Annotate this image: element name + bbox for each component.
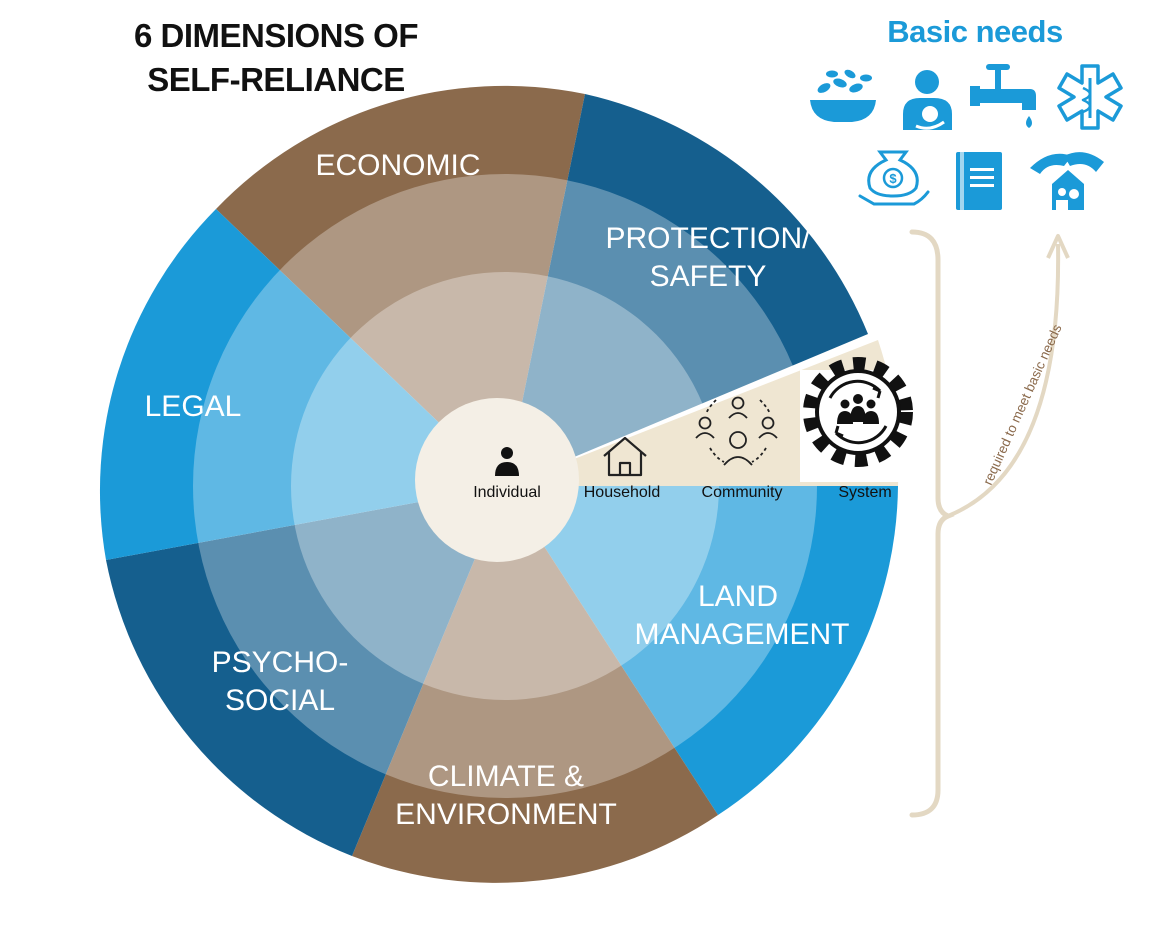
arrow-label: required to meet basic needs xyxy=(980,322,1065,487)
dimension-label-economic: ECONOMIC xyxy=(316,149,481,182)
dimension-label-protection-safety: PROTECTION/SAFETY xyxy=(605,222,811,293)
level-label-individual: Individual xyxy=(473,484,541,501)
title-line-2: SELF-RELIANCE xyxy=(147,61,405,98)
book-icon xyxy=(956,152,1002,210)
person-icon xyxy=(495,447,519,476)
arrow-to-basic-needs xyxy=(947,243,1061,518)
sector-land-management xyxy=(505,486,898,815)
sector-legal xyxy=(99,209,506,560)
system-gear-icon xyxy=(803,357,913,467)
bracket xyxy=(909,229,955,818)
title-line-1: 6 DIMENSIONS OF xyxy=(133,17,419,54)
diagram-title: 6 DIMENSIONS OF SELF-RELIANCE xyxy=(96,14,456,102)
shelter-hands-icon xyxy=(1030,152,1104,210)
community-icon xyxy=(695,396,778,466)
medical-star-icon xyxy=(1057,64,1123,130)
house-icon xyxy=(603,436,647,477)
dimension-label-climate-environment: CLIMATE &ENVIRONMENT xyxy=(395,760,617,831)
basic-needs-title: Basic needs xyxy=(887,14,1063,49)
dimension-label-legal: LEGAL xyxy=(145,390,242,423)
sector-psychosocial xyxy=(106,486,505,856)
arrowhead xyxy=(1046,234,1070,259)
food-bowl-icon xyxy=(810,69,876,122)
ring-individual xyxy=(415,398,579,562)
dimension-label-psychosocial: PSYCHO-SOCIAL xyxy=(212,646,349,717)
level-label-community: Community xyxy=(702,484,783,501)
level-label-system: System xyxy=(838,484,891,501)
mother-child-icon xyxy=(903,70,952,130)
sector-economic xyxy=(216,85,585,486)
sector-climate-environment xyxy=(352,486,718,883)
sector-protection-safety xyxy=(505,94,868,486)
svg-text:$: $ xyxy=(889,171,897,186)
level-label-household: Household xyxy=(584,484,661,501)
water-tap-icon xyxy=(970,64,1036,128)
money-hand-icon: $ xyxy=(858,150,930,206)
